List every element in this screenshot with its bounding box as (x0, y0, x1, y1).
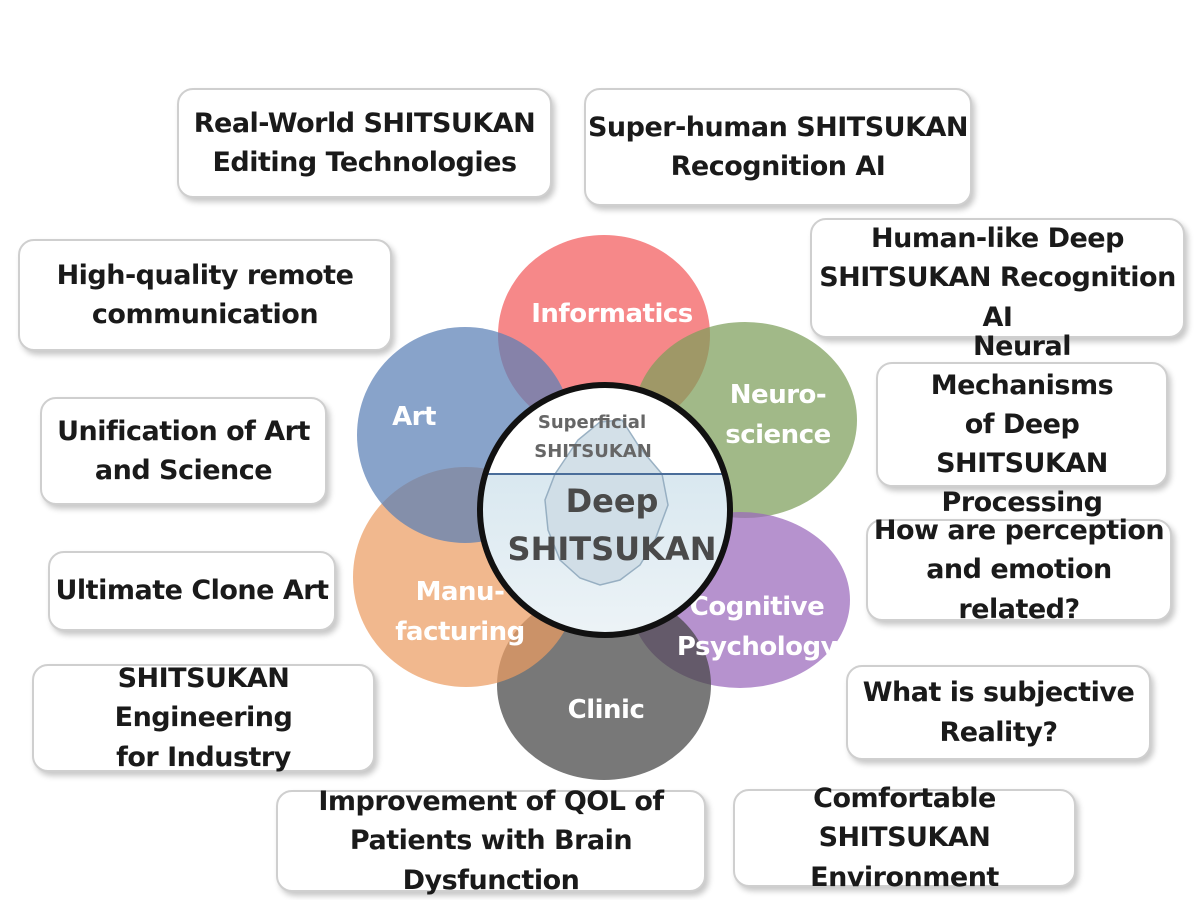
deep-label-1: Deep (566, 482, 659, 520)
box-perception-emotion: How are perception and emotion related? (866, 515, 1172, 625)
petal-label-informatics: Informatics (531, 299, 693, 329)
box-super-human-text: Super-human SHITSUKAN Recognition AI (587, 111, 969, 182)
superficial-label-1: Superficial (538, 412, 646, 433)
box-remote-comm: High-quality remote communication (18, 239, 392, 351)
box-subjective-reality-text: What is subjective Reality? (862, 677, 1135, 748)
box-real-world: Real-World SHITSUKAN Editing Technologie… (177, 88, 552, 198)
superficial-label-2: SHITSUKAN (534, 441, 652, 462)
box-qol-text: Improvement of QOL of Patients with Brai… (318, 786, 664, 896)
deep-label-2: SHITSUKAN (508, 530, 717, 568)
box-clone-art: Ultimate Clone Art (48, 551, 336, 631)
box-real-world-text: Real-World SHITSUKAN Editing Technologie… (193, 107, 536, 178)
box-clone-art-text: Ultimate Clone Art (55, 575, 329, 607)
box-engineering-text: SHITSUKAN Engineering for Industry (114, 663, 293, 773)
box-human-like-text: Human-like Deep SHITSUKAN Recognition AI (819, 223, 1176, 333)
iceberg-shape (544, 419, 669, 586)
box-human-like: Human-like Deep SHITSUKAN Recognition AI (810, 218, 1185, 338)
center-circle: Superficial SHITSUKAN Deep SHITSUKAN (477, 382, 733, 638)
petal-label-art: Art (392, 402, 436, 432)
box-engineering: SHITSUKAN Engineering for Industry (32, 663, 375, 773)
box-super-human: Super-human SHITSUKAN Recognition AI (584, 88, 972, 206)
box-neural-mechanisms-text: Neural Mechanisms of Deep SHITSUKAN Proc… (930, 330, 1114, 519)
box-art-science: Unification of Art and Science (40, 397, 327, 505)
box-subjective-reality: What is subjective Reality? (846, 665, 1151, 760)
box-neural-mechanisms: Neural Mechanisms of Deep SHITSUKAN Proc… (876, 331, 1168, 518)
box-qol: Improvement of QOL of Patients with Brai… (276, 786, 706, 896)
petal-label-neuroscience: Neuro-science (725, 380, 831, 450)
box-comfortable: Comfortable SHITSUKAN Environment (733, 783, 1076, 893)
box-art-science-text: Unification of Art and Science (57, 415, 310, 486)
box-perception-emotion-text: How are perception and emotion related? (873, 515, 1165, 625)
box-remote-comm-text: High-quality remote communication (56, 259, 354, 330)
petal-label-manufacturing: Manu-facturing (395, 577, 525, 647)
petal-label-clinic: Clinic (568, 695, 645, 725)
box-comfortable-text: Comfortable SHITSUKAN Environment (810, 783, 999, 893)
